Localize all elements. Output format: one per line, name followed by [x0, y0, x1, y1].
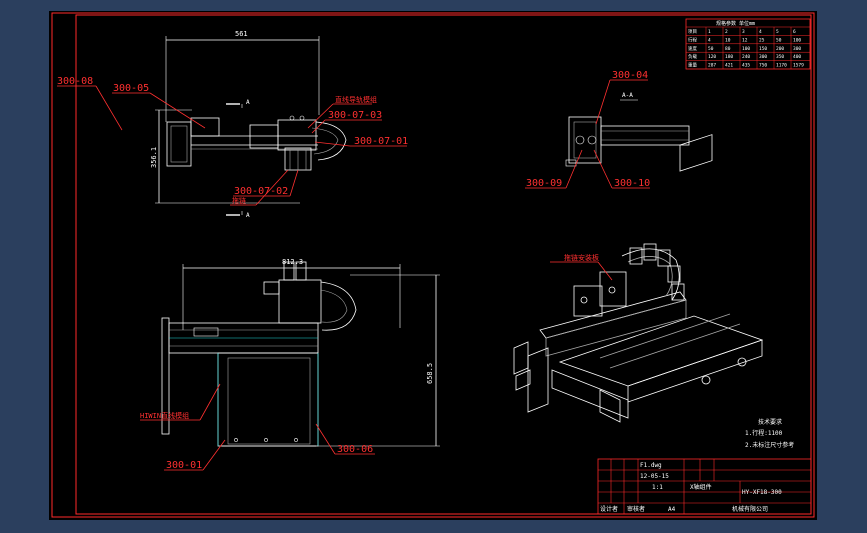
table-cell: 350 — [776, 54, 784, 60]
label-cn-top: 直线导轨模组 — [335, 95, 377, 104]
notes-title: 技术要求 — [758, 418, 782, 426]
title-designer: 设计者 — [600, 505, 618, 513]
table-cell: 80 — [725, 46, 731, 52]
notes-line-2: 2.未标注尺寸参考 — [745, 441, 794, 449]
table-header: 规格参数 单位mm — [716, 20, 755, 27]
label-300-01: 300-01 — [166, 460, 202, 471]
table-cell: 150 — [759, 46, 767, 52]
dim-top-height: 356.1 — [150, 147, 158, 168]
label-300-09: 300-09 — [526, 178, 562, 189]
label-cn-iso: 拖链安装板 — [564, 253, 599, 262]
top-view-leaders: 300-08 300-05 直线导轨模组 300-07-03 300-07-01… — [57, 76, 408, 206]
label-300-10: 300-10 — [614, 178, 650, 189]
table-cell: 300 — [759, 54, 767, 60]
label-300-06: 300-06 — [337, 444, 373, 455]
table-cell: 180 — [725, 54, 733, 60]
technical-notes: 技术要求 1.行程:1100 2.未标注尺寸参考 — [745, 418, 794, 449]
table-cell: 50 — [776, 37, 782, 43]
table-cell: 1 — [708, 29, 711, 35]
section-mark-a-bottom: A — [246, 212, 250, 219]
sheet-border-outer — [51, 12, 815, 518]
label-cn-bottom: HIWIN直线模组 — [140, 411, 189, 420]
title-block: F1.dwg 12-05-15 1:1 X轴组件 HY-XF18-300 设计者… — [597, 458, 812, 515]
table-cell: 300 — [793, 46, 801, 52]
section-view-aa: A-A — [565, 92, 690, 167]
title-scale: 1:1 — [652, 484, 663, 491]
table-cell: 287 — [708, 63, 716, 69]
label-cn-small: 拖链 — [232, 196, 246, 205]
section-view-title: A-A — [622, 92, 633, 99]
section-mark-a-top: A — [246, 99, 250, 106]
drawing-sheet — [49, 11, 817, 520]
table-cell: 2 — [725, 29, 728, 35]
label-300-05: 300-05 — [113, 83, 149, 94]
title-code: HY-XF18-300 — [742, 489, 782, 496]
label-300-04: 300-04 — [612, 70, 648, 81]
table-cell: 100 — [742, 46, 750, 52]
table-cell: 1170 — [776, 63, 787, 69]
isometric-view — [513, 134, 764, 423]
label-300-08: 300-08 — [57, 76, 93, 87]
table-cell: 200 — [776, 46, 784, 52]
table-cell: 1579 — [793, 63, 804, 69]
front-view-leaders: HIWIN直线模组 300-01 300-06 — [140, 383, 375, 471]
title-checker: 审核者 — [627, 505, 645, 513]
title-file: F1.dwg — [640, 462, 662, 469]
top-view: 561 356.1 A A — [150, 30, 347, 219]
dim-bottom-height: 658.5 — [426, 363, 434, 384]
table-cell: 6 — [793, 29, 796, 35]
table-cell: 100 — [793, 37, 801, 43]
label-300-07-03: 300-07-03 — [328, 110, 382, 121]
dim-top-width: 561 — [235, 30, 248, 38]
title-date: 12-05-15 — [640, 473, 669, 480]
isometric-leaders: 拖链安装板 — [550, 253, 613, 281]
front-view: 812.3 658.5 — [161, 258, 440, 447]
table-cell: 5 — [776, 29, 779, 35]
table-cell: 项目 — [688, 29, 697, 35]
table-cell: 400 — [793, 54, 801, 60]
title-sheet-size: A4 — [668, 506, 676, 513]
table-cell: 12 — [742, 37, 748, 43]
table-cell: 750 — [759, 63, 767, 69]
section-view-leaders: 300-04 300-09 300-10 — [525, 70, 650, 189]
table-cell: 4 — [759, 29, 762, 35]
table-cell: 120 — [708, 54, 716, 60]
sheet-border-inner — [75, 14, 812, 515]
table-cell: 240 — [742, 54, 750, 60]
table-cell: 50 — [708, 46, 714, 52]
table-cell: 3 — [742, 29, 745, 35]
table-cell: 10 — [725, 37, 731, 43]
table-cell: 4 — [708, 37, 711, 43]
title-name: X轴组件 — [690, 483, 712, 491]
label-300-07-02: 300-07-02 — [234, 186, 288, 197]
table-cell: 速度 — [688, 45, 697, 52]
label-300-07-01: 300-07-01 — [354, 136, 408, 147]
table-cell: 421 — [725, 63, 733, 69]
notes-line-1: 1.行程:1100 — [745, 429, 783, 437]
title-company: 机械有限公司 — [732, 505, 768, 513]
table-cell: 重量 — [688, 62, 697, 69]
table-cell: 435 — [742, 63, 750, 69]
table-cell: 25 — [759, 37, 765, 43]
table-cell: 行程 — [688, 36, 697, 43]
table-cell: 负载 — [688, 53, 697, 60]
